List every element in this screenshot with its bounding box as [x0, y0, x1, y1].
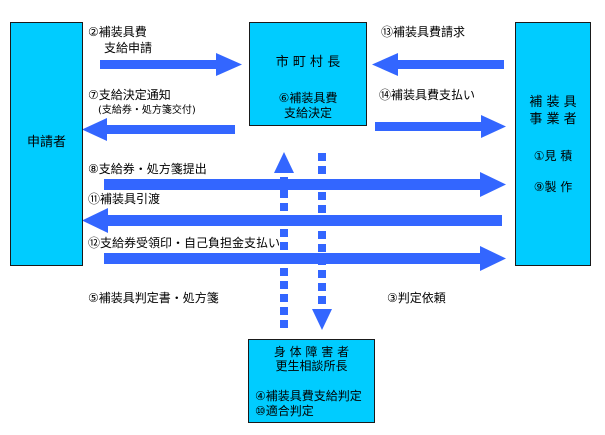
label-submit-voucher: ⑧支給券・処方箋提出: [88, 162, 207, 176]
arrow-notify: [82, 118, 235, 141]
vendor-title-line2: 事 業 者: [529, 112, 577, 127]
label-judgment-request: ③判定依頼: [387, 291, 446, 305]
mayor-box: 市 町 村 長 ⑥補装具費 支給決定: [249, 22, 367, 126]
center-title-line2: 更生相談所長: [275, 359, 348, 373]
arrow-judgment-request: [312, 153, 332, 330]
mayor-decision-line1: ⑥補装具費: [278, 91, 338, 105]
label-pay: ⑭補装具費支払い: [379, 88, 476, 102]
label-notify-note: (支給券・処方箋交付): [98, 105, 196, 116]
arrow-judgment-docs: [274, 152, 294, 328]
label-deliver: ⑪補装具引渡: [88, 192, 161, 206]
center-step-fit-judgment: ⑩適合判定: [255, 404, 314, 418]
arrow-deliver: [82, 208, 502, 233]
label-judgment-docs: ⑤補装具判定書・処方箋: [88, 291, 219, 305]
vendor-box: 補 装 具 事 業 者 ①見 積 ⑨製 作: [515, 22, 591, 266]
vendor-step-estimate: ①見 積: [533, 149, 573, 163]
vendor-step-manufacture: ⑨製 作: [533, 180, 573, 194]
label-receipt: ⑫支給券受領印・自己負担金支払い: [88, 236, 281, 250]
label-apply-line1: ②補装具費: [88, 25, 147, 39]
arrow-pay: [375, 115, 506, 138]
applicant-label: 申請者: [26, 135, 66, 150]
rehab-center-box: 身 体 障 害 者 更生相談所長 ④補装具費支給判定 ⑩適合判定: [248, 339, 375, 423]
label-bill: ⑬補装具費請求: [381, 25, 466, 39]
mayor-title: 市 町 村 長: [275, 55, 341, 70]
arrow-receipt: [104, 246, 506, 271]
vendor-title-line1: 補 装 具: [529, 95, 577, 110]
label-apply-line2: 支給申請: [104, 41, 153, 55]
mayor-decision-line2: 支給決定: [283, 106, 332, 120]
arrow-bill: [372, 53, 504, 76]
applicant-box: 申請者: [10, 22, 83, 266]
arrow-apply: [100, 53, 242, 76]
center-title-line1: 身 体 障 害 者: [273, 345, 350, 359]
center-step-payment-judgment: ④補装具費支給判定: [255, 389, 362, 403]
label-notify: ⑦支給決定通知: [88, 88, 171, 102]
arrow-submit-voucher: [104, 172, 506, 197]
